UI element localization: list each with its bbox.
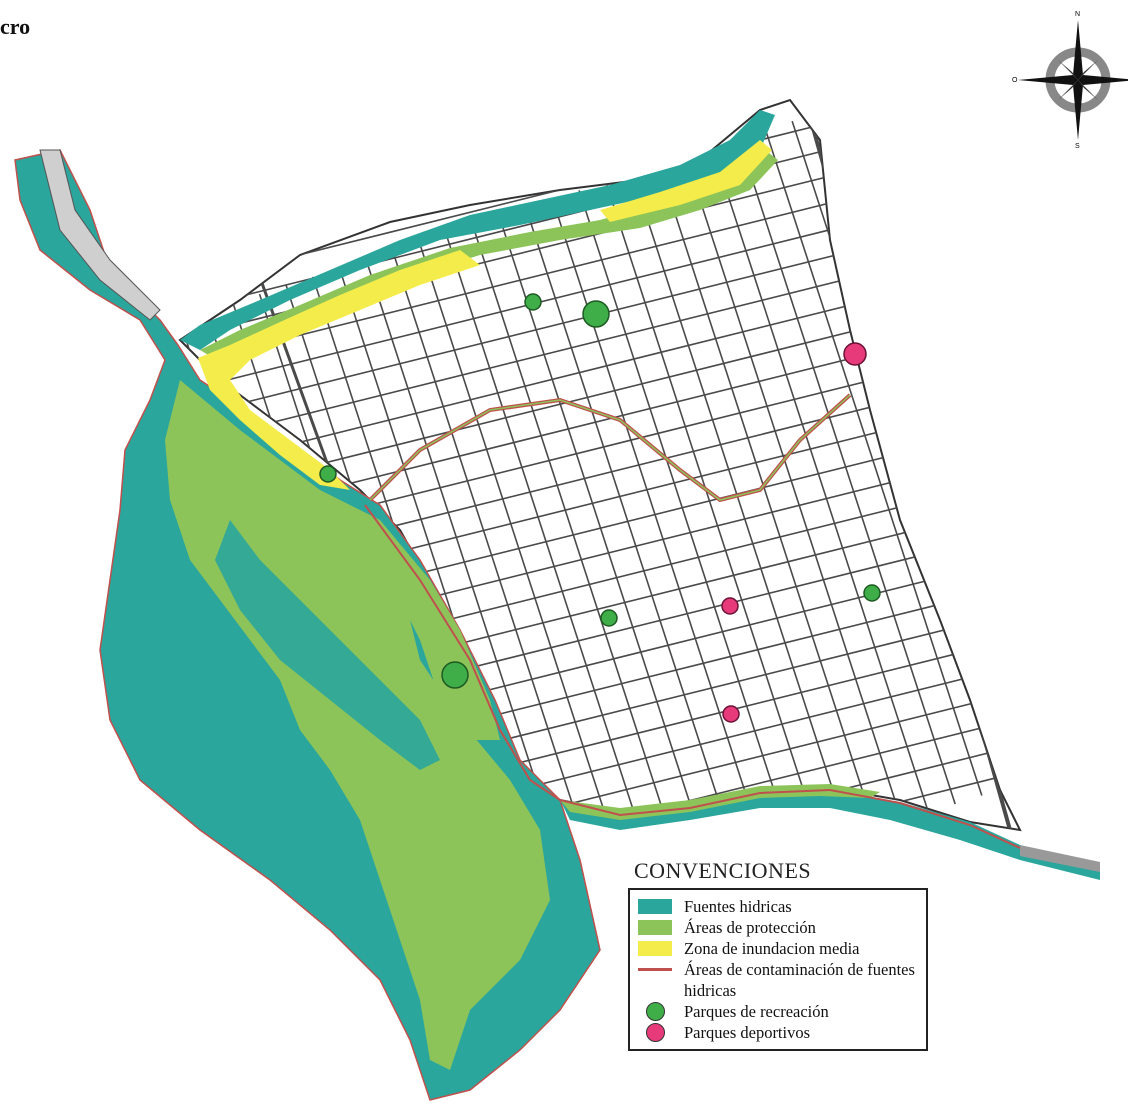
compass-west: O: [1012, 77, 1018, 84]
flood-zone: [198, 250, 480, 490]
recreation-park: [600, 609, 618, 627]
legend-title: CONVENCIONES: [634, 858, 812, 883]
legend-item-protection: Áreas de protección: [638, 917, 918, 938]
legend-label: Zona de inundacion media: [684, 939, 860, 958]
compass-south: S: [1075, 143, 1080, 148]
protection-swatch-icon: [638, 917, 674, 938]
legend-box: Fuentes hidricas Áreas de protección Zon…: [628, 888, 928, 1051]
sports-park: [722, 705, 740, 723]
map-title-fragment: cro: [0, 14, 31, 39]
compass-rose-icon: N O S: [1012, 11, 1128, 148]
river-north: [180, 110, 775, 350]
legend-item-contamination: Áreas de contaminación de fuentes hidric…: [638, 959, 918, 1001]
legend-label: Áreas de protección: [684, 918, 816, 937]
sports-park: [721, 597, 739, 615]
legend-item-water: Fuentes hidricas: [638, 896, 918, 917]
water-swatch-icon: [638, 896, 674, 917]
contamination-line-icon: [638, 959, 674, 1001]
river-south: [560, 790, 1100, 880]
legend-label: Áreas de contaminación de fuentes hidric…: [684, 960, 915, 1000]
sports-park: [843, 342, 867, 366]
recreation-park: [319, 465, 337, 483]
legend-label: Parques de recreación: [684, 1002, 829, 1021]
legend-item-flood: Zona de inundacion media: [638, 938, 918, 959]
recreation-park-icon: [638, 1001, 674, 1022]
river-spit: [39, 149, 161, 321]
recreation-park: [582, 300, 610, 328]
contamination-edge-s: [559, 788, 1021, 849]
legend-label: Parques deportivos: [684, 1023, 811, 1042]
recreation-park: [863, 584, 881, 602]
contamination-edge-sw: [364, 504, 561, 801]
recreation-park: [441, 661, 469, 689]
flood-swatch-icon: [638, 938, 674, 959]
flood-zone-ne: [600, 140, 772, 222]
river-spit-se: [1020, 845, 1100, 872]
recreation-park: [524, 293, 542, 311]
legend: CONVENCIONES Fuentes hidricas Áreas de p…: [628, 858, 928, 1051]
legend-item-sports: Parques deportivos: [638, 1022, 918, 1043]
sports-park-icon: [638, 1022, 674, 1043]
river-channel: [215, 520, 440, 770]
legend-label: Fuentes hidricas: [684, 897, 792, 916]
protection-area-river: [165, 380, 550, 1070]
compass-north: N: [1075, 11, 1080, 18]
legend-item-recreation: Parques de recreación: [638, 1001, 918, 1022]
